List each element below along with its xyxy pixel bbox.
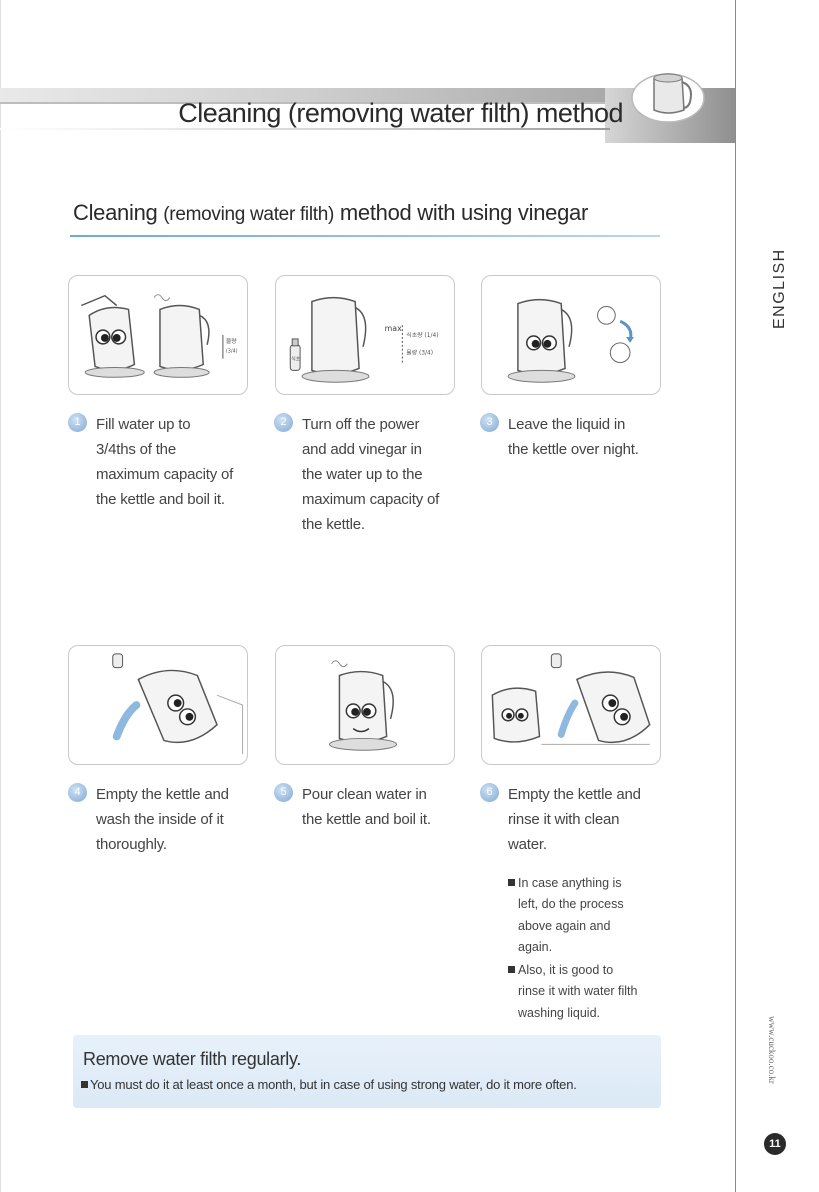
kettle-boil-icon <box>329 660 397 751</box>
kettle-vinegar-icon: 식초 max 식초량 (1/4) 물량 (3/4) <box>289 296 439 383</box>
step-instruction: Leave the liquid in the kettle over nigh… <box>508 416 639 458</box>
banner-underline <box>0 128 610 130</box>
vinegar-bottle-label: 식초 <box>291 356 301 363</box>
kettle-fill-icon: 물량 (3/4) <box>81 294 238 378</box>
note-text: Also, it is good to rinse it with water … <box>518 962 638 1020</box>
step-4-illustration <box>68 645 248 765</box>
bullet-icon <box>508 965 515 973</box>
info-box: Remove water filth regularly. You must d… <box>73 1035 661 1108</box>
step-number-badge: 1 <box>68 413 87 432</box>
page-edge <box>0 0 1 1192</box>
bullet-icon <box>508 878 515 886</box>
info-title: Remove water filth regularly. <box>83 1049 302 1069</box>
section-title-main: Cleaning <box>73 200 158 225</box>
water-mark-fraction: (3/4) <box>226 349 238 355</box>
banner-line <box>0 102 735 104</box>
note-washing-liquid: Also, it is good to rinse it with water … <box>508 938 637 1024</box>
kettle-empty-icon <box>112 653 244 755</box>
section-title-rest: method with using vinegar <box>339 200 588 225</box>
note-repeat: In case anything is left, do the process… <box>508 851 624 959</box>
section-title-paren: (removing water filth) <box>163 204 335 225</box>
kettle-overnight-icon <box>507 298 634 383</box>
step-2-illustration: 식초 max 식초량 (1/4) 물량 (3/4) <box>275 275 455 395</box>
step-instruction: Fill water up to 3/4ths of the maximum c… <box>96 416 234 508</box>
note-text: In case anything is left, do the process… <box>518 875 624 955</box>
step-number-badge: 2 <box>274 413 293 432</box>
page-title: Cleaning (removing water filth) method <box>178 98 623 128</box>
step-6-illustration <box>481 645 661 765</box>
step-number-badge: 4 <box>68 783 87 802</box>
step-number-badge: 5 <box>274 783 293 802</box>
step-instruction: Empty the kettle and rinse it with clean… <box>508 786 641 853</box>
step-instruction: Empty the kettle and wash the inside of … <box>96 786 229 853</box>
step-number-badge: 6 <box>480 783 499 802</box>
step-instruction: Pour clean water in the kettle and boil … <box>302 786 431 828</box>
water-mark-label: 물량 <box>226 338 237 345</box>
header-banner: Cleaning (removing water filth) method <box>0 73 735 144</box>
step-instruction: Turn off the power and add vinegar in th… <box>302 416 440 533</box>
max-label: max <box>385 324 402 333</box>
language-tab: ENGLISH <box>771 248 788 329</box>
step-3-illustration <box>481 275 661 395</box>
page-number-badge: 11 <box>764 1133 786 1155</box>
margin-rule <box>735 0 736 1192</box>
water-amount-label: 물량 (3/4) <box>406 350 433 357</box>
kettle-rinse-icon <box>491 653 651 745</box>
website-url: www.cuckoo.co.kr <box>767 1016 777 1084</box>
section-title: Cleaning (removing water filth) method w… <box>73 200 588 226</box>
vinegar-amount-label: 식초량 (1/4) <box>406 331 438 339</box>
info-text-content: You must do it at least once a month, bu… <box>90 1077 577 1092</box>
kettle-logo-icon <box>631 73 705 123</box>
step-5-illustration <box>275 645 455 765</box>
info-text: You must do it at least once a month, bu… <box>81 1077 577 1092</box>
section-divider <box>70 235 660 237</box>
banner-gradient <box>0 88 610 102</box>
step-1-illustration: 물량 (3/4) <box>68 275 248 395</box>
step-number-badge: 3 <box>480 413 499 432</box>
bullet-icon <box>81 1081 88 1088</box>
